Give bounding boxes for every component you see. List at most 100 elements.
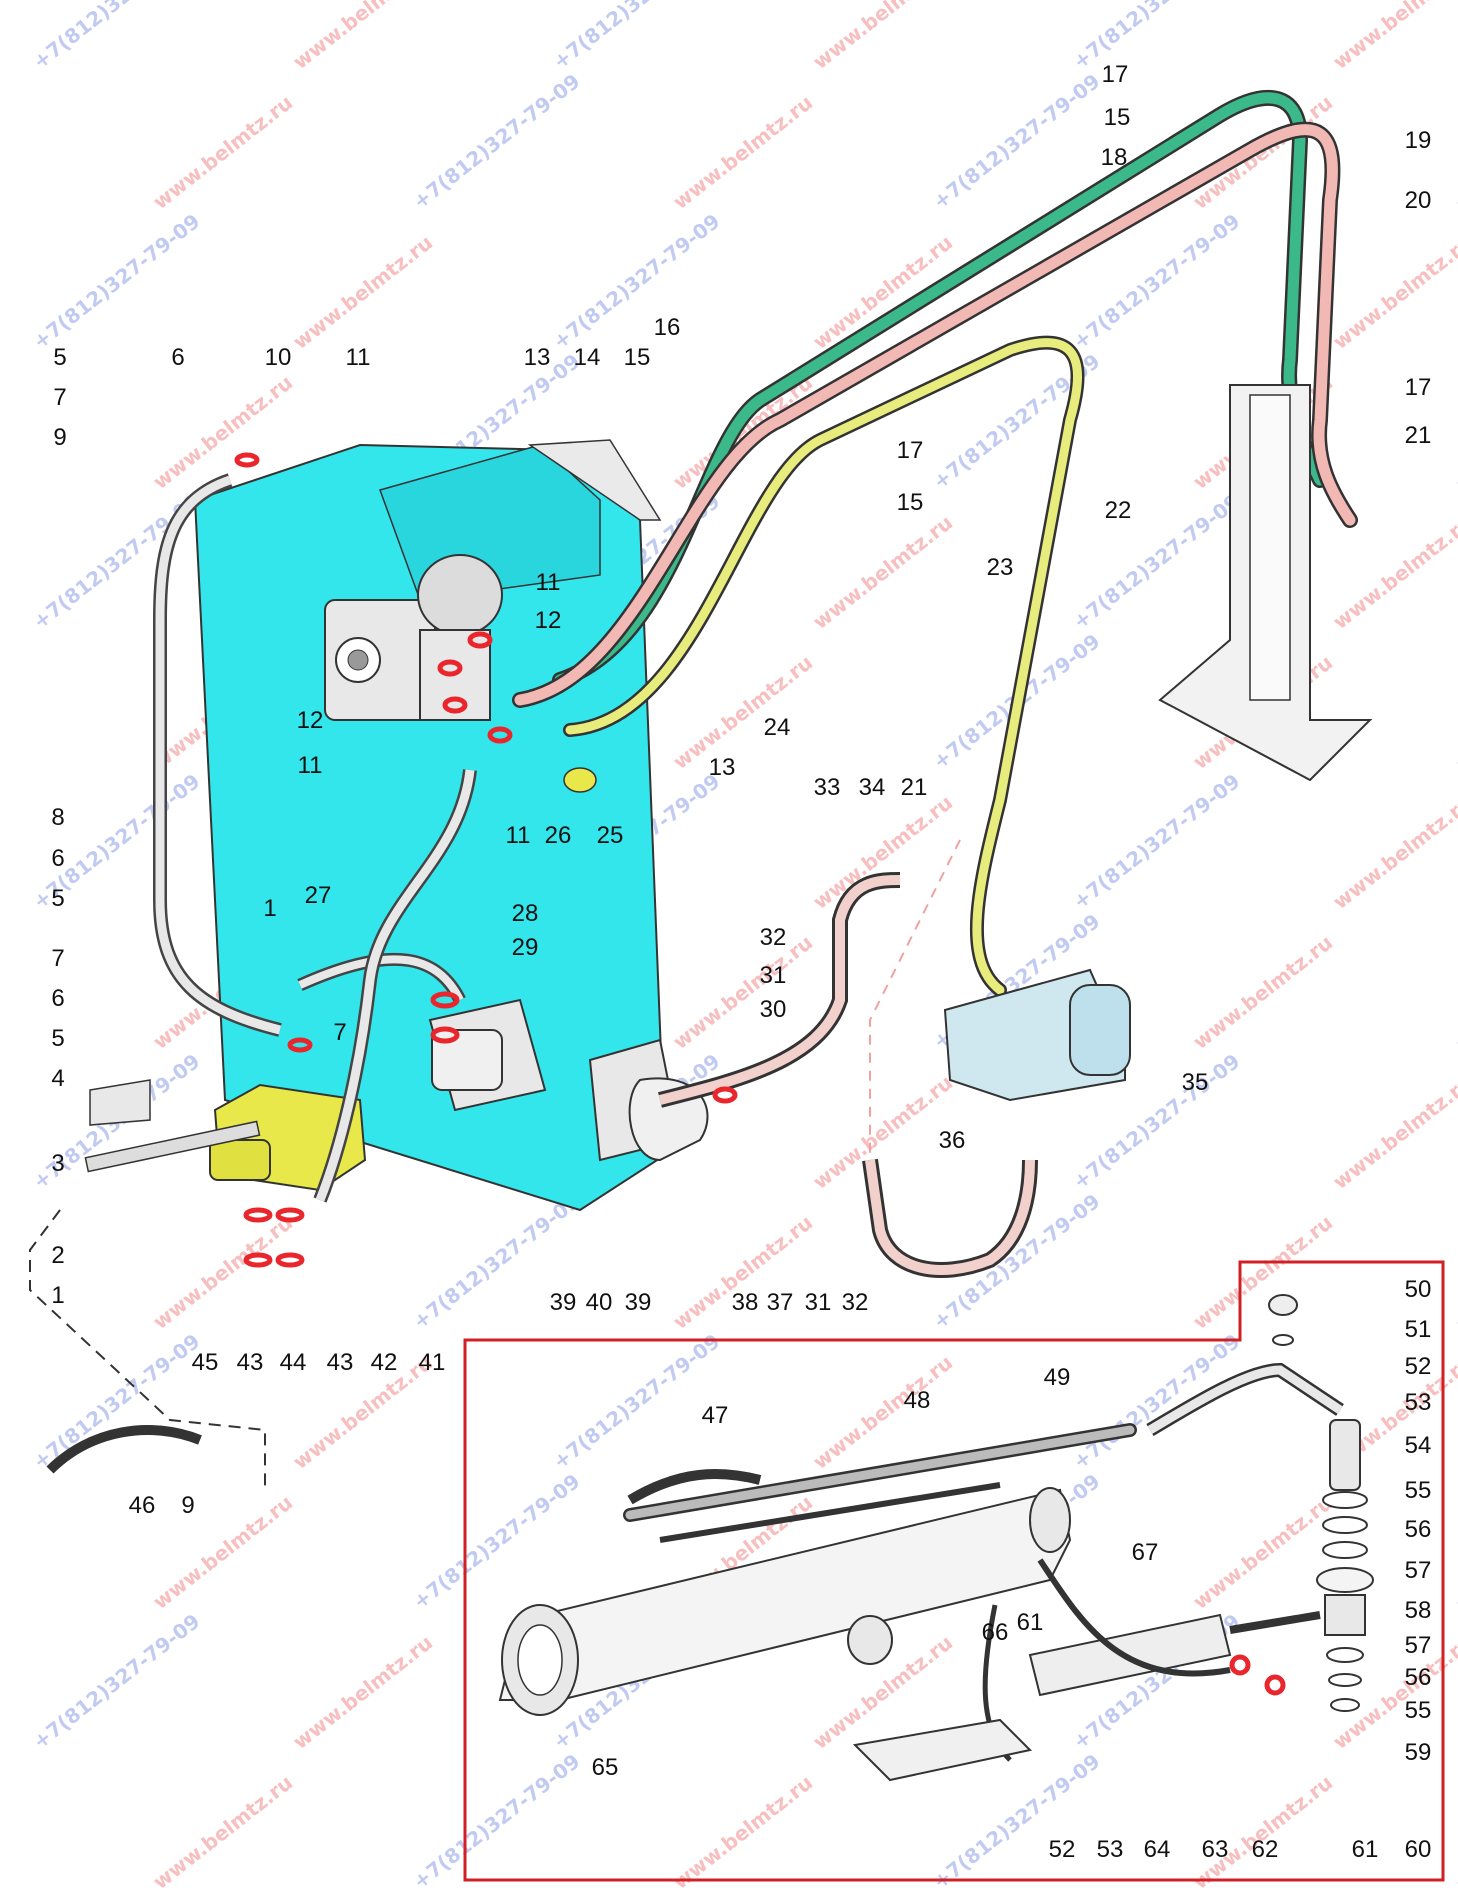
- callout-number: 57: [1405, 1557, 1432, 1584]
- watermark-text: +7(812)327-79-09: [548, 209, 724, 354]
- callout-number: 3: [51, 1150, 64, 1177]
- callout-number: 21: [901, 774, 928, 801]
- callout-number: 2: [51, 1242, 64, 1269]
- oil-tank: [193, 439, 667, 1212]
- watermark-text: www.belmtz.ru: [148, 1210, 297, 1334]
- callout-number: 62: [1252, 1836, 1279, 1863]
- callout-number: 43: [237, 1349, 264, 1376]
- callout-number: 41: [419, 1349, 446, 1376]
- callout-number: 54: [1405, 1432, 1432, 1459]
- watermark-text: www.belmtz.ru: [1328, 510, 1458, 634]
- callout-number: 47: [702, 1402, 729, 1429]
- watermark-text: +7(812)327-79-09: [1448, 1189, 1458, 1334]
- callout-number: 27: [305, 882, 332, 909]
- callout-number: 28: [512, 900, 539, 927]
- callout-number: 50: [1405, 1276, 1432, 1303]
- callout-number: 49: [1044, 1364, 1071, 1391]
- watermark-text: +7(812)327-79-09: [1068, 0, 1244, 74]
- callout-number: 34: [859, 774, 886, 801]
- callout-number: 9: [53, 424, 66, 451]
- callout-number: 7: [333, 1019, 346, 1046]
- callout-number: 60: [1405, 1836, 1432, 1863]
- callout-number: 35: [1182, 1069, 1209, 1096]
- bracket-22: [1158, 384, 1373, 782]
- callout-number: 21: [1405, 422, 1432, 449]
- callout-number: 15: [897, 489, 924, 516]
- callout-number: 42: [371, 1349, 398, 1376]
- watermark-text: www.belmtz.ru: [288, 1350, 437, 1474]
- watermark-text: +7(812)327-79-09: [1068, 489, 1244, 634]
- watermark-text: www.belmtz.ru: [288, 1630, 437, 1754]
- callout-number: 57: [1405, 1632, 1432, 1659]
- callout-number: 56: [1405, 1664, 1432, 1691]
- hose-46: [46, 1425, 202, 1474]
- callout-number: 40: [586, 1289, 613, 1316]
- callout-number: 59: [1405, 1739, 1432, 1766]
- callout-number: 44: [280, 1349, 307, 1376]
- watermark-text: +7(812)327-79-09: [548, 1329, 724, 1474]
- callout-number: 14: [574, 344, 601, 371]
- callout-number: 12: [535, 607, 562, 634]
- gear-pump: [943, 968, 1131, 1102]
- callout-number: 13: [709, 754, 736, 781]
- watermark-text: www.belmtz.ru: [808, 1350, 957, 1474]
- callout-number: 58: [1405, 1597, 1432, 1624]
- callout-number: 8: [51, 804, 64, 831]
- callout-number: 46: [129, 1492, 156, 1519]
- callout-number: 6: [51, 845, 64, 872]
- callout-number: 10: [265, 344, 292, 371]
- callout-number: 22: [1105, 497, 1132, 524]
- watermark-text: +7(812)327-79-09: [928, 1749, 1104, 1894]
- watermark-text: www.belmtz.ru: [1188, 1770, 1337, 1894]
- callout-number: 13: [524, 344, 551, 371]
- watermark-text: www.belmtz.ru: [148, 90, 297, 214]
- callout-number: 19: [1405, 127, 1432, 154]
- callout-number: 16: [654, 314, 681, 341]
- callout-number: 29: [512, 934, 539, 961]
- callout-number: 11: [298, 752, 323, 779]
- watermark-text: +7(812)327-79-09: [1448, 629, 1458, 774]
- watermark-text: www.belmtz.ru: [668, 1770, 817, 1894]
- watermark-text: www.belmtz.ru: [808, 790, 957, 914]
- callout-number: 37: [767, 1289, 794, 1316]
- callout-number: 18: [1101, 144, 1128, 171]
- watermark-text: www.belmtz.ru: [1328, 0, 1458, 74]
- callout-number: 39: [625, 1289, 652, 1316]
- callout-number: 31: [760, 962, 787, 989]
- seal-rings: [234, 452, 1286, 1696]
- callout-number: 52: [1405, 1353, 1432, 1380]
- callout-number: 52: [1049, 1836, 1076, 1863]
- watermark-text: www.belmtz.ru: [808, 1070, 957, 1194]
- callout-number: 23: [987, 554, 1014, 581]
- callout-number: 56: [1405, 1516, 1432, 1543]
- callout-number: 65: [592, 1754, 619, 1781]
- callout-number: 4: [51, 1065, 64, 1092]
- callout-number: 36: [939, 1127, 966, 1154]
- callout-number: 64: [1144, 1836, 1171, 1863]
- callout-number: 51: [1405, 1316, 1432, 1343]
- watermark-text: +7(812)327-79-09: [408, 1469, 584, 1614]
- watermark-text: www.belmtz.ru: [1328, 1070, 1458, 1194]
- callout-number: 55: [1405, 1477, 1432, 1504]
- watermark-text: www.belmtz.ru: [668, 930, 817, 1054]
- callout-number: 67: [1132, 1539, 1159, 1566]
- callout-number: 61: [1352, 1836, 1379, 1863]
- watermark-text: www.belmtz.ru: [1328, 230, 1458, 354]
- callout-number: 53: [1405, 1389, 1432, 1416]
- watermark-text: +7(812)327-79-09: [548, 0, 724, 74]
- suction-hose: [658, 872, 1038, 1278]
- callout-number: 63: [1202, 1836, 1229, 1863]
- callout-number: 48: [904, 1387, 931, 1414]
- watermark-text: +7(812)327-79-09: [28, 209, 204, 354]
- callout-number: 32: [760, 924, 787, 951]
- callout-number: 33: [814, 774, 841, 801]
- callout-number: 7: [53, 384, 66, 411]
- detail-frame: [463, 1260, 1445, 1882]
- watermark-text: +7(812)327-79-09: [1068, 769, 1244, 914]
- watermark-text: +7(812)327-79-09: [1068, 1329, 1244, 1474]
- callout-number: 31: [805, 1289, 832, 1316]
- callout-number: 53: [1097, 1836, 1124, 1863]
- watermark-text: www.belmtz.ru: [288, 0, 437, 74]
